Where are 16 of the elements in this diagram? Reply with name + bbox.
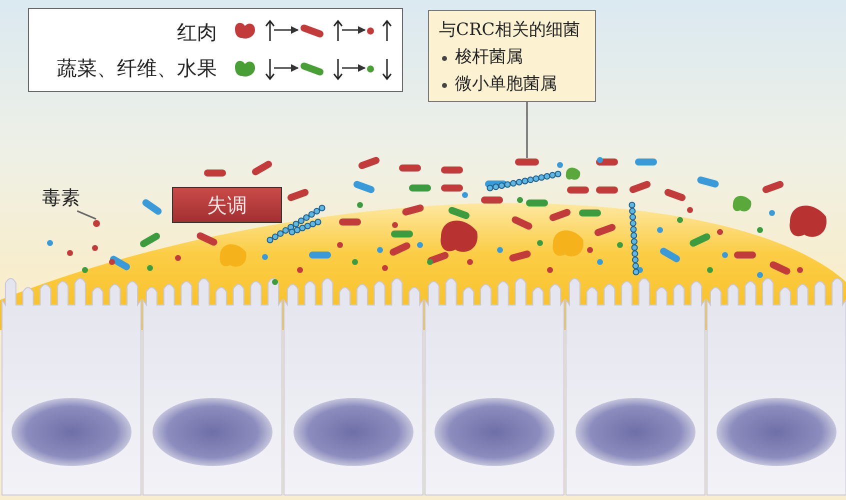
diet-legend-box xyxy=(28,8,403,92)
callout-text: 毒素 xyxy=(42,186,80,211)
arrow xyxy=(342,26,366,34)
leader-line xyxy=(526,102,528,158)
diet-label: 红肉 xyxy=(177,19,217,46)
diet-label: 蔬菜、纤维、水果 xyxy=(57,55,217,82)
arrow xyxy=(274,64,299,72)
status-label: 失调 xyxy=(207,192,247,218)
bullet-item: 梭杆菌属 xyxy=(439,44,585,71)
arrow xyxy=(274,26,299,34)
callout-box xyxy=(428,10,596,102)
callout-heading: 与CRC相关的细菌 xyxy=(439,19,581,42)
bullet-item: 微小单胞菌属 xyxy=(439,71,585,98)
arrow xyxy=(342,64,366,72)
status-box xyxy=(172,187,282,223)
leader-line xyxy=(76,210,96,220)
